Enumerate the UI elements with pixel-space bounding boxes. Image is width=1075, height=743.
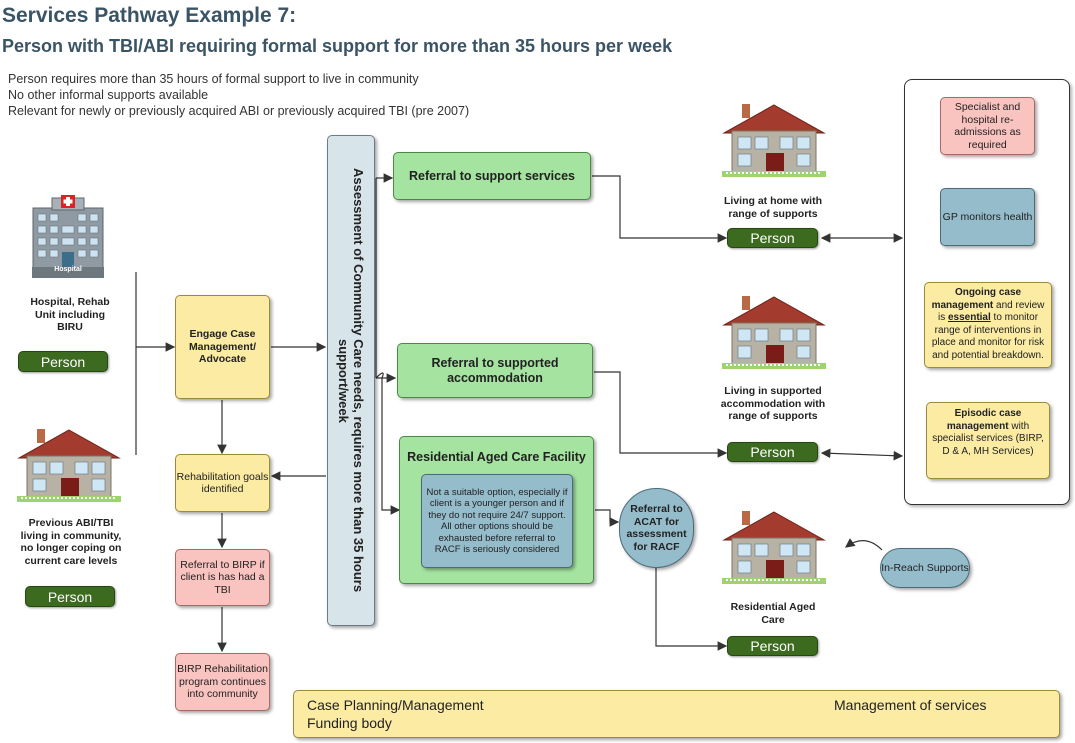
home1-caption: Living at home with range of supports (723, 195, 822, 220)
hospital-caption: Hospital, Rehab Unit including BIRU (30, 296, 110, 333)
home3-caption: Residential Aged Care (730, 601, 816, 626)
racf-box: Residential Aged Care Facility Not a sui… (399, 436, 594, 584)
legend-management-services: Management of services (834, 697, 987, 713)
ongoing-pre: Ongoing case management (931, 287, 1022, 311)
page-subtitle: Person with TBI/ABI requiring formal sup… (2, 36, 673, 56)
ongoing-essential: essential (947, 312, 991, 323)
previous-caption: Previous ABI/TBI living in community, no… (20, 517, 122, 567)
house-icon (722, 101, 826, 181)
page-title: Services Pathway Example 7: (2, 4, 297, 27)
hospital-icon: Hospital (32, 194, 104, 278)
ongoing-mid: and review is (937, 299, 1045, 324)
person-badge-hospital: Person (18, 351, 108, 372)
supported-accommodation-box: Referral to supported accommodation (397, 343, 593, 398)
racf-title: Residential Aged Care Facility (407, 450, 586, 464)
racf-note: Not a suitable option, especially if cli… (421, 474, 573, 568)
episodic-pre: Episodic case management (946, 408, 1022, 432)
engage-case-management-box: Engage Case Management/ Advocate (175, 295, 270, 399)
episodic-post: with specialist services (BIRP, D & A, M… (932, 420, 1044, 457)
assessment-text: Assessment of Community Care needs, requ… (336, 168, 366, 593)
assessment-box: Assessment of Community Care needs, requ… (327, 135, 375, 626)
home2-caption: Living in supported accommodation with r… (720, 385, 826, 422)
house-icon (17, 426, 121, 506)
specialist-box: Specialist and hospital re-admissions as… (940, 97, 1035, 155)
episodic-case-box: Episodic case management with specialist… (926, 402, 1050, 479)
legend-bar: Case Planning/Management Management of s… (293, 690, 1060, 738)
house-icon (722, 508, 826, 588)
support-services-box: Referral to support services (393, 152, 591, 200)
in-reach-supports: In-Reach Supports (880, 548, 970, 588)
gp-box: GP monitors health (940, 188, 1035, 246)
rehab-goals-box: Rehabilitation goals identified (175, 454, 270, 512)
ongoing-post: to monitor range of interventions in pla… (931, 312, 1045, 361)
intro-line: Person requires more than 35 hours of fo… (8, 72, 419, 86)
legend-funding-body: Funding body (307, 715, 392, 731)
ongoing-case-box: Ongoing case management and review is es… (924, 282, 1052, 368)
house-icon (722, 293, 826, 373)
acat-referral-circle: Referral to ACAT for assessment for RACF (619, 488, 694, 568)
birp-referral-box: Referral to BIRP if client is has had a … (175, 549, 270, 606)
intro-text: Person requires more than 35 hours of fo… (8, 71, 469, 119)
person-badge-previous: Person (25, 586, 115, 607)
intro-line: No other informal supports available (8, 88, 209, 102)
person-badge-home: Person (727, 228, 818, 248)
intro-line: Relevant for newly or previously acquire… (8, 104, 470, 118)
person-badge-aged-care: Person (727, 636, 818, 656)
person-badge-supported: Person (727, 442, 818, 462)
legend-case-planning: Case Planning/Management (307, 697, 484, 713)
hospital-sign: Hospital (54, 266, 82, 273)
birp-program-box: BIRP Rehabilitation program continues in… (175, 653, 270, 711)
